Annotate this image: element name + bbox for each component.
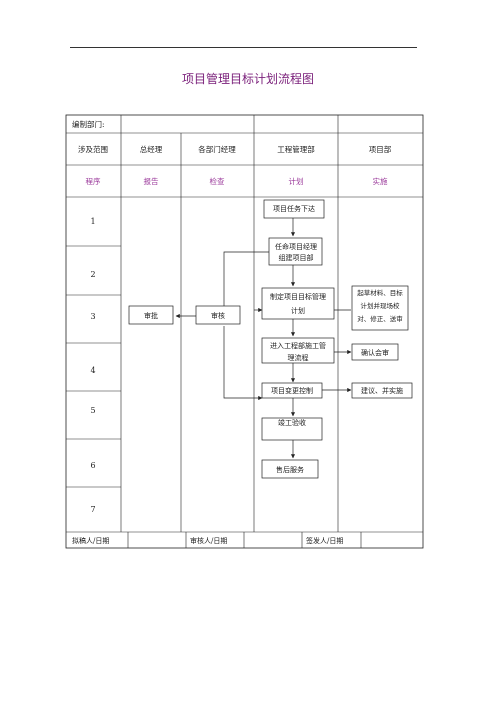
- row2-implement: 实施: [373, 176, 388, 186]
- step-number: 3: [90, 312, 95, 321]
- top-rule: [70, 47, 417, 48]
- box-text: 制定项目目标管理: [270, 292, 326, 301]
- box-text: 任命项目经理: [275, 242, 317, 251]
- step-number: 2: [90, 270, 95, 279]
- col-header-project: 项目部: [369, 144, 392, 154]
- footer-issuer: 签发人/日期: [306, 536, 343, 545]
- box-confirm: [351, 343, 399, 361]
- footer-drafter: 拟稿人/日期: [72, 536, 109, 545]
- table-grid: [66, 115, 423, 548]
- box-text: 项目任务下达: [273, 204, 315, 213]
- row2-report: 报告: [144, 176, 159, 186]
- footer-checker: 审核人/日期: [190, 536, 227, 545]
- box-task: [263, 199, 325, 219]
- box-acceptance: [261, 417, 323, 441]
- step-number: 6: [90, 461, 95, 470]
- dept-label: 编制部门:: [72, 119, 105, 129]
- box-text: 计划并现场校: [361, 301, 401, 310]
- box-text: 起草材料、目标: [357, 288, 403, 297]
- box-service: [261, 459, 319, 479]
- row2-check: 检查: [210, 176, 225, 186]
- box-text: 进入工程部施工管: [270, 341, 326, 350]
- box-text: 审核: [211, 311, 225, 320]
- box-text: 对、修正、送审: [357, 314, 403, 323]
- page-title: 项目管理目标计划流程图: [181, 72, 314, 86]
- box-text: 审批: [144, 311, 158, 320]
- box-text: 计划: [291, 306, 305, 315]
- box-plan: [261, 287, 335, 320]
- step-number: 1: [90, 217, 95, 226]
- box-enter: [261, 337, 335, 364]
- row2-plan: 计划: [289, 176, 304, 186]
- box-text: 售后服务: [276, 465, 304, 474]
- box-approve: [128, 305, 174, 325]
- scope-label: 涉及范围: [78, 144, 108, 154]
- col-header-dept-managers: 各部门经理: [198, 144, 236, 154]
- table-frame: [65, 114, 424, 549]
- col-header-engineering: 工程管理部: [277, 144, 315, 154]
- box-text: 建议、并实施: [361, 386, 403, 395]
- box-text: 确认会审: [361, 348, 389, 357]
- box-suggest: [351, 382, 413, 399]
- box-appoint: [268, 237, 323, 266]
- col-header-gm: 总经理: [140, 144, 163, 154]
- box-text: 组建项目部: [279, 253, 314, 262]
- flow-boxes: [128, 199, 413, 479]
- step-number: 7: [90, 505, 95, 514]
- box-review: [195, 305, 241, 325]
- step-number: 4: [90, 366, 95, 375]
- box-text: 竣工验收: [278, 418, 306, 427]
- box-change: [261, 382, 323, 399]
- step-number: 5: [90, 406, 95, 415]
- box-text: 项目变更控制: [271, 386, 313, 395]
- row2-label: 程序: [86, 176, 101, 186]
- box-draft: [351, 285, 409, 331]
- box-text: 理流程: [288, 353, 309, 362]
